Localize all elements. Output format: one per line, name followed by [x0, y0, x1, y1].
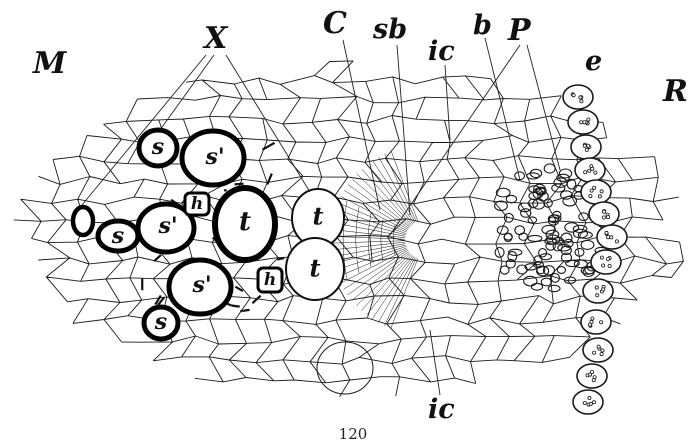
label-s-prime-1: s'	[204, 144, 224, 170]
label-ic-bottom: ic	[428, 394, 455, 425]
label-C: C	[323, 6, 347, 41]
label-s-1: s	[151, 134, 164, 160]
label-t-3: t	[309, 254, 320, 283]
label-e: e	[585, 46, 602, 77]
label-M: M	[32, 46, 67, 81]
label-b: b	[473, 10, 492, 41]
label-s-3: s	[154, 309, 167, 335]
label-sb: sb	[372, 14, 407, 45]
label-s-2: s	[111, 223, 124, 249]
page-number: 120	[339, 425, 368, 443]
label-s-prime-3: s'	[191, 272, 211, 298]
label-t-2: t	[312, 202, 323, 231]
label-h-2: h	[264, 270, 276, 290]
label-P: P	[507, 13, 532, 48]
label-h-1: h	[191, 194, 203, 214]
label-s-prime-2: s'	[157, 213, 177, 239]
label-R: R	[662, 74, 688, 109]
vessel-small-end	[73, 207, 93, 235]
label-ic-top: ic	[428, 36, 455, 67]
label-X: X	[202, 21, 229, 56]
label-t-1: t	[239, 207, 251, 237]
